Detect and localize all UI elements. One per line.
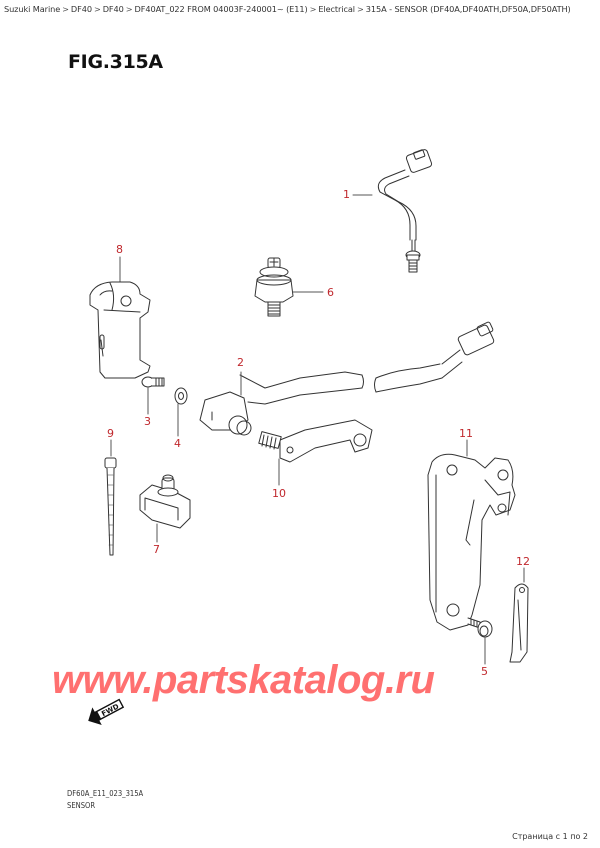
part-6-pressure-switch[interactable] — [254, 257, 324, 317]
figure-name: SENSOR — [67, 801, 96, 810]
callout-9[interactable]: 9 — [107, 427, 114, 440]
breadcrumb-item-df40[interactable]: DF40 — [70, 4, 92, 14]
part-3-screw[interactable] — [141, 376, 165, 415]
breadcrumb-item-electrical[interactable]: Electrical — [318, 4, 355, 14]
callout-4[interactable]: 4 — [174, 437, 181, 450]
callout-8[interactable]: 8 — [116, 243, 123, 256]
part-2-trim-sensor[interactable] — [199, 321, 495, 436]
part-5-bolt[interactable] — [467, 617, 493, 665]
fwd-label: FWD — [100, 702, 120, 718]
callout-10[interactable]: 10 — [272, 487, 286, 500]
part-12-clamp[interactable] — [509, 567, 529, 663]
callout-12[interactable]: 12 — [516, 555, 530, 568]
callout-5[interactable]: 5 — [481, 665, 488, 678]
breadcrumb-separator: > — [93, 4, 101, 14]
part-7-clip-nut[interactable] — [139, 474, 191, 543]
figure-code: DF60A_E11_023_315A — [67, 789, 144, 798]
breadcrumb-separator: > — [125, 4, 133, 14]
page-indicator: Страница с 1 по 2 — [512, 832, 588, 841]
part-8-cover[interactable] — [89, 256, 151, 379]
callout-7[interactable]: 7 — [153, 543, 160, 556]
fwd-direction-indicator: FWD — [84, 695, 126, 734]
part-10-sensor-lever[interactable] — [258, 419, 373, 486]
breadcrumb: Suzuki Marine>DF40>DF40>DF40AT_022 FROM … — [4, 4, 600, 14]
callout-1[interactable]: 1 — [343, 188, 350, 201]
breadcrumb-item-serial-range[interactable]: DF40AT_022 FROM 04003F-240001~ (E11) — [134, 4, 308, 14]
breadcrumb-item-current-page: 315A - SENSOR (DF40A,DF40ATH,DF50A,DF50A… — [365, 4, 571, 14]
page-title: FIG.315A — [68, 51, 163, 73]
part-4-washer[interactable] — [174, 387, 188, 437]
breadcrumb-separator: > — [309, 4, 317, 14]
breadcrumb-separator: > — [62, 4, 69, 14]
callout-3[interactable]: 3 — [144, 415, 151, 428]
watermark: www.partskatalog.ru — [52, 658, 435, 702]
part-11-bracket[interactable] — [427, 439, 516, 631]
callout-11[interactable]: 11 — [459, 427, 473, 440]
callout-6[interactable]: 6 — [327, 286, 334, 299]
breadcrumb-item-suzuki-marine[interactable]: Suzuki Marine — [4, 4, 61, 14]
callout-2[interactable]: 2 — [237, 356, 244, 369]
breadcrumb-separator: > — [356, 4, 364, 14]
breadcrumb-item-df40-model[interactable]: DF40 — [102, 4, 124, 14]
part-9-cable-tie[interactable] — [104, 439, 117, 556]
part-1-sensor-cable[interactable] — [352, 149, 433, 273]
